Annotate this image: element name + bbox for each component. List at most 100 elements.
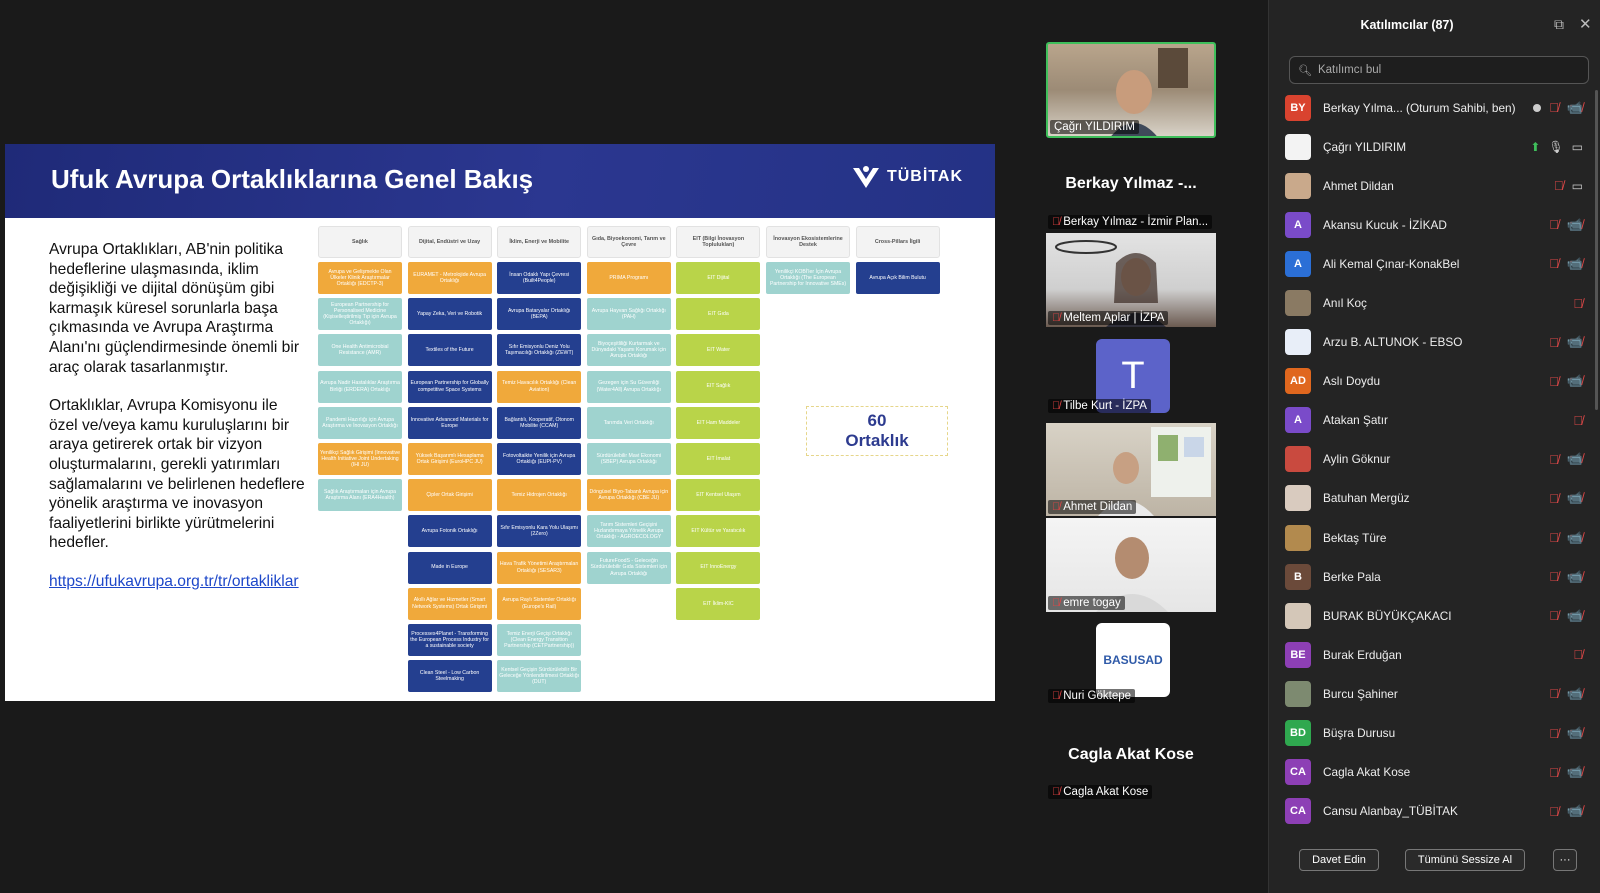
mic-off-icon[interactable]: 🎙̸ (1549, 490, 1559, 506)
avatar (1285, 524, 1311, 551)
participant-row[interactable]: Anıl Koç🎙̸ (1269, 283, 1600, 322)
partnership-cell: Avrupa Fotonik Ortaklığı (407, 515, 492, 548)
mic-off-icon[interactable]: 🎙̸ (1549, 451, 1559, 467)
mic-off-icon[interactable]: 🎙̸ (1549, 569, 1559, 585)
mic-off-icon[interactable]: 🎙̸ (1553, 178, 1564, 194)
partnership-cell: Sıfır Emisyonlu Deniz Yolu Taşımacılığı … (497, 334, 582, 367)
camera-icon[interactable]: ▭ (1571, 139, 1583, 154)
video-tile-emre[interactable]: 🎙̸emre togay (1046, 518, 1216, 612)
participant-name: Ahmet Dildan (1323, 178, 1394, 193)
partnership-cell: EURAMET - Metrolojide Avrupa Ortaklığı (407, 262, 492, 294)
camera-off-icon[interactable]: 📹̸ (1566, 803, 1583, 819)
participant-name: Çağrı YILDIRIM (1323, 139, 1407, 154)
video-tile-meltem[interactable]: 🎙̸Meltem Aplar | İZPA (1046, 233, 1216, 327)
partnership-cell: Gezegen için Su Güvenliği (Water4All) Av… (586, 370, 671, 403)
camera-off-icon[interactable]: 📹̸ (1566, 451, 1583, 467)
participant-row[interactable]: Arzu B. ALTUNOK - EBSO 🎙̸ 📹̸ (1269, 323, 1600, 362)
participant-row[interactable]: Ahmet Dildan 🎙̸ ▭ (1269, 166, 1600, 205)
partnership-cell: Hava Trafik Yönetimi Araştırmaları Ortak… (497, 551, 582, 584)
ortakliklar-link[interactable]: https://ufukavrupa.org.tr/tr/ortakliklar (49, 572, 299, 590)
camera-off-icon[interactable]: 📹̸ (1566, 568, 1583, 584)
participant-name: Arzu B. ALTUNOK - EBSO (1323, 335, 1463, 350)
participant-status-icons: 🎙̸ 📹̸ (1549, 440, 1583, 479)
recording-icon[interactable] (1533, 103, 1542, 112)
mic-off-icon[interactable]: 🎙̸ (1549, 686, 1559, 702)
mic-off-icon[interactable]: 🎙̸ (1573, 412, 1583, 428)
camera-off-icon[interactable]: 📹̸ (1566, 373, 1583, 389)
camera-off-icon[interactable]: 📹̸ (1566, 255, 1583, 271)
video-tile-tilbe[interactable]: T 🎙̸Tilbe Kurt - İZPA (1046, 339, 1216, 415)
participant-name: Aylin Göknur (1323, 452, 1391, 467)
mic-off-icon[interactable]: 🎙̸ (1549, 530, 1559, 546)
camera-icon[interactable]: ▭ (1571, 178, 1583, 193)
video-tile-ahmet[interactable]: 🎙̸Ahmet Dildan (1046, 423, 1216, 516)
search-input[interactable] (1317, 64, 1578, 76)
camera-off-icon[interactable]: 📹̸ (1566, 529, 1583, 545)
grid-column-header: Gıda, Biyoekonomi, Tarım ve Çevre (586, 226, 671, 258)
camera-off-icon[interactable]: 📹̸ (1566, 764, 1583, 780)
partnership-cell: European Partnership for Globally compet… (407, 370, 492, 403)
mic-off-icon[interactable]: 🎙̸ (1549, 725, 1559, 741)
avatar (1285, 485, 1311, 512)
mic-off-icon[interactable]: 🎙̸ (1549, 217, 1559, 233)
participant-list-scrollbar[interactable] (1595, 90, 1598, 410)
mic-icon[interactable]: 🎙 (1548, 139, 1564, 154)
mic-off-icon[interactable]: 🎙̸ (1549, 373, 1559, 389)
partnership-cell: EIT Dijital (676, 262, 761, 294)
camera-off-icon[interactable]: 📹̸ (1566, 216, 1583, 232)
participant-row[interactable]: Aylin Göknur 🎙̸ 📹̸ (1269, 440, 1600, 479)
camera-off-icon[interactable]: 📹̸ (1566, 490, 1583, 506)
participant-row[interactable]: BURAK BÜYÜKÇAKACI🎙̸📹̸ (1269, 596, 1600, 635)
more-options-button[interactable]: ··· (1553, 849, 1577, 871)
mic-off-icon[interactable]: 🎙̸ (1573, 647, 1583, 663)
partnership-cell: FutureFoodS - Geleceğin Sürdürülebilir G… (586, 551, 671, 584)
video-tile-cagri[interactable]: Çağrı YILDIRIM (1046, 42, 1216, 138)
mic-off-icon[interactable]: 🎙̸ (1549, 256, 1559, 272)
avatar: AD (1285, 368, 1311, 395)
participant-row[interactable]: Bektaş Türe🎙̸📹̸ (1269, 518, 1600, 557)
partnership-cell: EIT Sağlık (676, 370, 761, 403)
popout-icon[interactable]: ⧉ (1554, 16, 1564, 32)
camera-off-icon[interactable]: 📹̸ (1566, 99, 1583, 115)
participant-name: Burcu Şahiner (1323, 686, 1398, 701)
participant-row[interactable]: Burcu Şahiner 🎙̸ 📹̸ (1269, 674, 1600, 713)
partnership-count-label: Ortaklık (845, 431, 909, 450)
video-tile-name: 🎙̸Tilbe Kurt - İZPA (1048, 399, 1151, 413)
avatar: A (1285, 250, 1311, 277)
participant-status-icons: ⬆ 🎙 ▭ (1530, 127, 1583, 166)
video-tile-nuri[interactable]: BASUSAD 🎙̸Nuri Göktepe (1046, 623, 1216, 705)
camera-off-icon[interactable]: 📹̸ (1566, 685, 1583, 701)
mic-off-icon: 🎙̸ (1052, 786, 1061, 798)
grid-column-header: Dijital, Endüstri ve Uzay (407, 226, 492, 258)
camera-off-icon[interactable]: 📹̸ (1566, 334, 1583, 350)
participant-row[interactable]: Batuhan Mergüz🎙̸📹̸ (1269, 479, 1600, 518)
mic-off-icon[interactable]: 🎙̸ (1549, 803, 1559, 819)
camera-off-icon[interactable]: 📹̸ (1566, 607, 1583, 623)
video-tile-name: 🎙̸Meltem Aplar | İZPA (1048, 311, 1169, 325)
mic-off-icon[interactable]: 🎙̸ (1549, 334, 1559, 350)
video-tile-name: 🎙̸Ahmet Dildan (1048, 500, 1137, 514)
camera-off-icon[interactable]: 📹̸ (1566, 725, 1583, 741)
screen-share-icon[interactable]: ⬆ (1530, 139, 1541, 154)
invite-button[interactable]: Davet Edin (1299, 849, 1379, 871)
grid-column-header: İklim, Enerji ve Mobilite (497, 226, 582, 258)
participant-row[interactable]: Çağrı YILDIRIM ⬆ 🎙 ▭ (1269, 127, 1600, 166)
mic-off-icon[interactable]: 🎙̸ (1573, 295, 1583, 311)
mic-off-icon[interactable]: 🎙̸ (1549, 764, 1559, 780)
mute-all-button[interactable]: Tümünü Sessize Al (1405, 849, 1525, 871)
mic-off-icon[interactable]: 🎙̸ (1549, 608, 1559, 624)
mic-off-icon[interactable]: 🎙̸ (1549, 100, 1559, 116)
close-icon[interactable]: ✕ (1579, 16, 1592, 33)
